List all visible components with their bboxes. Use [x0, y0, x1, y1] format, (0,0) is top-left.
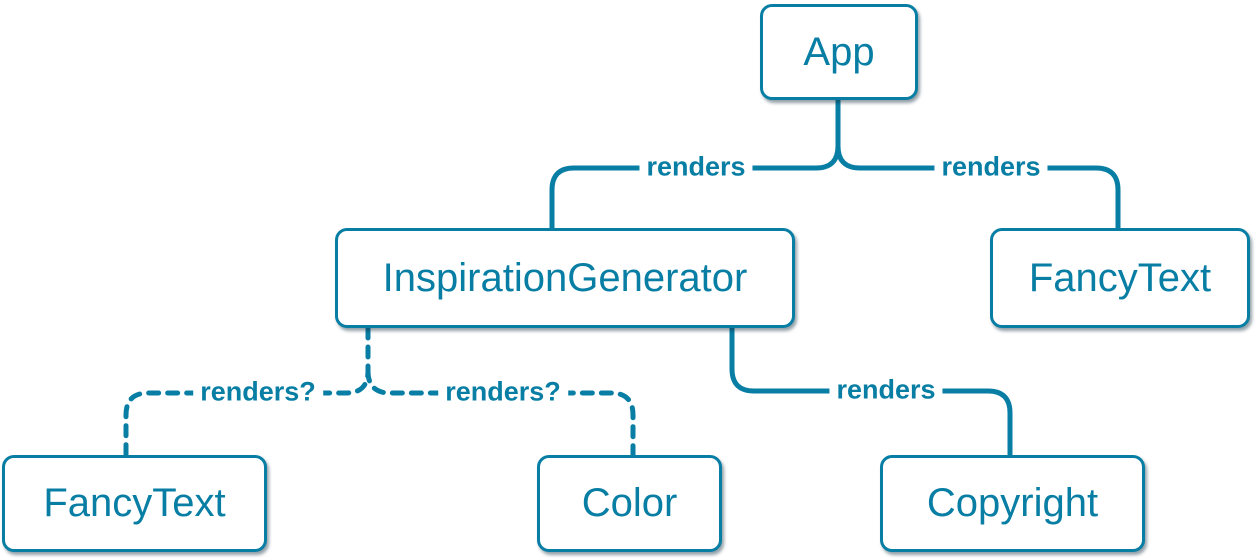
- node-copyright-label: Copyright: [926, 481, 1099, 525]
- node-fancy-text-bottom-label: FancyText: [43, 481, 226, 525]
- edge-label-renders-copyright: renders: [829, 374, 943, 406]
- edge-label-renders-question-right: renders?: [438, 376, 568, 408]
- node-copyright: Copyright: [880, 455, 1145, 552]
- node-app-label: App: [803, 29, 875, 74]
- node-app: App: [760, 4, 918, 100]
- node-color-label: Color: [581, 481, 678, 525]
- edge-label-renders-right: renders: [934, 151, 1048, 183]
- node-color: Color: [537, 455, 722, 552]
- node-fancy-text-bottom: FancyText: [2, 455, 267, 552]
- edge-app-fancytext: [835, 143, 1121, 231]
- node-fancy-text-top: FancyText: [990, 228, 1250, 328]
- edge-inspirationgenerator-color: [365, 368, 636, 458]
- edge-label-renders-question-left: renders?: [193, 376, 323, 408]
- node-inspiration-generator: InspirationGenerator: [335, 228, 795, 328]
- node-fancy-text-top-label: FancyText: [1028, 255, 1212, 300]
- node-inspiration-generator-label: InspirationGenerator: [382, 255, 748, 300]
- edge-label-renders-left: renders: [639, 151, 753, 183]
